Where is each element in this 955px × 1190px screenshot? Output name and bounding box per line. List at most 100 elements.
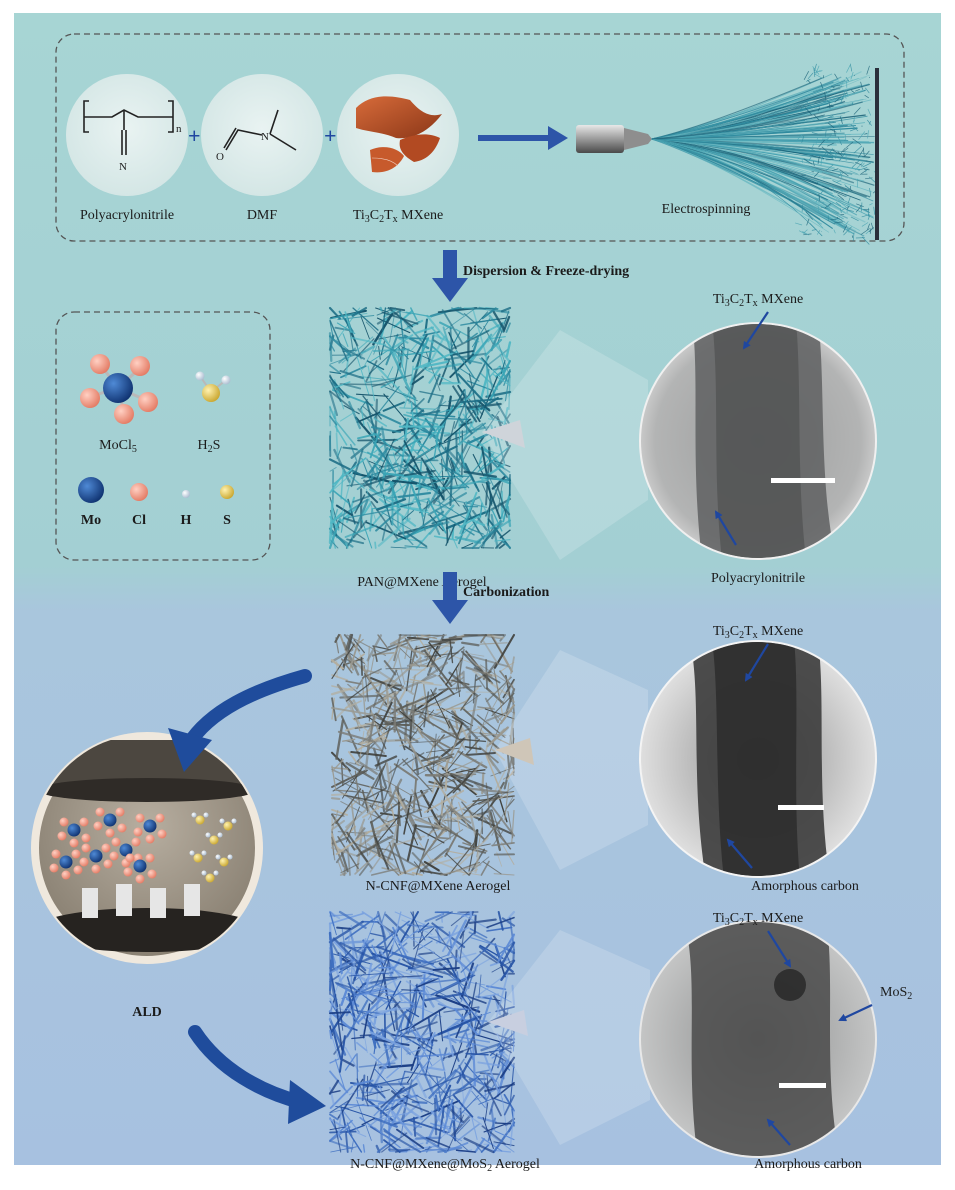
ald-cl-atom [74, 866, 83, 875]
ald-h-atom [232, 819, 237, 824]
aerogel-fiber [340, 954, 342, 974]
ald-mo-atom [68, 824, 81, 837]
pan-circle [66, 74, 188, 196]
ald-cl-atom [118, 824, 127, 833]
ald-h-atom [218, 833, 223, 838]
ald-cl-atom [94, 822, 103, 831]
label-mo: Mo [81, 513, 101, 528]
ald-h-atom [192, 813, 197, 818]
aerogel-fiber [407, 460, 438, 461]
ald-h-atom [206, 833, 211, 838]
aerogel-fiber [357, 1054, 358, 1097]
aerogel-fiber [332, 798, 339, 799]
aerogel-fiber [475, 916, 476, 933]
aerogel-fiber [381, 1113, 382, 1142]
ald-mo-atom [90, 850, 103, 863]
collector-fiber [831, 219, 836, 220]
ald-h-atom [216, 855, 221, 860]
ald-cl-atom [62, 871, 71, 880]
aerogel-fiber [397, 505, 398, 526]
ald-h-atom [190, 851, 195, 856]
aerogel-fiber [381, 308, 382, 310]
ald-cl-atom [156, 814, 165, 823]
aerogel-fiber [443, 639, 461, 640]
ald-cl-atom [106, 829, 115, 838]
aerogel-fiber [486, 660, 487, 689]
ald-cl-atom [72, 850, 81, 859]
tem3-label-carbon: Amorphous carbon [754, 1157, 862, 1172]
label-mos2-aerogel: N-CNF@MXene@MoS2 Aerogel [350, 1157, 540, 1174]
collector-fiber [854, 75, 855, 76]
ald-cl-atom [126, 854, 135, 863]
ald-cl-atom [92, 865, 101, 874]
aerogel-fiber [457, 1009, 469, 1010]
scale-bar-2 [778, 805, 824, 810]
ald-cl-atom [112, 838, 121, 847]
aerogel-fiber [466, 1054, 488, 1055]
ald-mo-atom [144, 820, 157, 833]
ald-s-atom [196, 816, 205, 825]
aerogel-fiber [330, 1012, 350, 1013]
step-label-freeze-drying: Dispersion & Freeze-drying [463, 264, 629, 279]
label-ncnf-aerogel: N-CNF@MXene Aerogel [366, 879, 511, 894]
aerogel-fiber [413, 1102, 427, 1103]
aerogel-fiber [385, 724, 409, 725]
aerogel-fiber [435, 1099, 436, 1134]
aerogel-fiber [330, 960, 331, 990]
ald-s-atom [224, 822, 233, 831]
scale-bar-3 [779, 1083, 826, 1088]
ald-cl-atom [136, 814, 145, 823]
collector-fiber [802, 205, 803, 212]
ald-cl-atom [124, 868, 133, 877]
ald-cl-atom [158, 830, 167, 839]
aerogel-fiber [330, 1031, 331, 1039]
aerogel-fiber [332, 794, 347, 795]
label-cl: Cl [132, 513, 146, 528]
aerogel-fiber [402, 350, 404, 367]
ald-h-atom [202, 851, 207, 856]
ald-cl-atom [80, 858, 89, 867]
aerogel-fiber [376, 400, 377, 437]
ald-cl-atom [102, 844, 111, 853]
ald-s-atom [210, 836, 219, 845]
ald-cl-atom [136, 875, 145, 884]
label-s: S [223, 513, 231, 528]
plus-sign-2: + [324, 123, 337, 148]
ald-h-atom [202, 871, 207, 876]
aerogel-fiber [362, 658, 363, 675]
ald-cl-atom [50, 864, 59, 873]
ald-cl-atom [52, 850, 61, 859]
dmf-atom-n: N [261, 131, 269, 143]
label-mocl5: MoCl5 [99, 438, 137, 455]
aerogel-fiber [513, 950, 514, 960]
ald-cl-atom [58, 832, 67, 841]
collector-fiber [863, 209, 869, 210]
ald-cl-atom [104, 860, 113, 869]
ald-cl-atom [110, 852, 119, 861]
aerogel-fiber [456, 434, 457, 460]
step-label-carbonization: Carbonization [463, 585, 550, 600]
ald-cl-atom [134, 828, 143, 837]
ald-s-atom [206, 874, 215, 883]
aerogel-fiber [364, 1145, 365, 1152]
legend-h-atom [182, 490, 190, 498]
aerogel-fiber [417, 1056, 418, 1068]
ald-cl-atom [148, 870, 157, 879]
ald-h-atom [228, 855, 233, 860]
ald-s-atom [194, 854, 203, 863]
ald-cl-atom [96, 808, 105, 817]
ald-cl-atom [70, 839, 79, 848]
legend-s-atom [220, 485, 234, 499]
ald-h-atom [214, 871, 219, 876]
aerogel-fiber [496, 1123, 511, 1124]
tem2-label-carbon: Amorphous carbon [751, 879, 859, 894]
ald-cl-atom [132, 838, 141, 847]
scale-bar-1 [771, 478, 835, 483]
legend-mo-atom [78, 477, 104, 503]
ald-cl-atom [80, 818, 89, 827]
aerogel-fiber [337, 928, 350, 929]
ald-h-atom [204, 813, 209, 818]
ald-mo-atom [60, 856, 73, 869]
